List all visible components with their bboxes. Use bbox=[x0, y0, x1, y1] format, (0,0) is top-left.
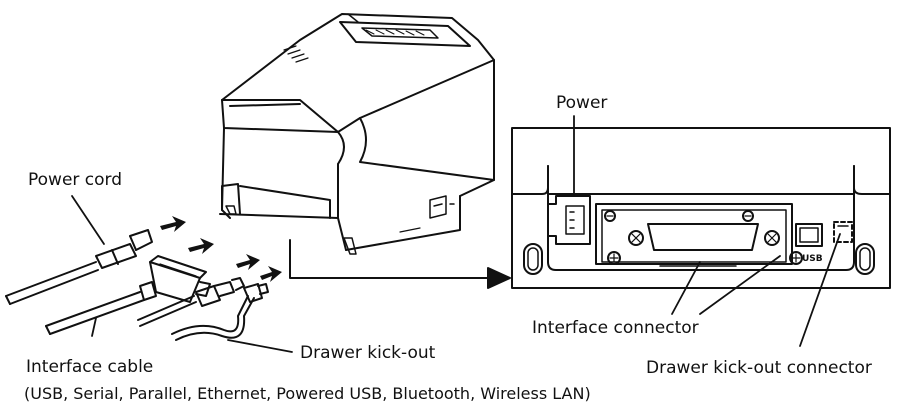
drawer-kick-out-label: Drawer kick-out bbox=[300, 343, 436, 363]
insertion-arrows bbox=[160, 216, 282, 282]
drawer-kick-out-leader bbox=[227, 339, 293, 353]
interface-cable-label: Interface cable bbox=[26, 357, 154, 377]
interface-connector-leader-1 bbox=[671, 261, 701, 315]
rear-panel-view bbox=[511, 127, 891, 289]
interface-cable-leader bbox=[91, 317, 97, 337]
drawer-kick-out-connector-leader bbox=[799, 233, 841, 347]
power-socket bbox=[547, 195, 591, 245]
usb-cable bbox=[137, 277, 245, 327]
direction-arrow bbox=[289, 239, 511, 289]
interface-module bbox=[595, 203, 793, 267]
usb-port bbox=[789, 223, 823, 265]
drawer-kick-out-port bbox=[833, 221, 853, 243]
usb-mark-label: USB bbox=[802, 254, 823, 264]
power-cord bbox=[5, 229, 153, 305]
interface-cable-types-label: (USB, Serial, Parallel, Ethernet, Powere… bbox=[24, 384, 591, 403]
power-cord-leader bbox=[71, 195, 105, 245]
drawer-kick-out-connector-label: Drawer kick-out connector bbox=[646, 358, 872, 378]
power-cord-label: Power cord bbox=[28, 170, 123, 190]
power-label: Power bbox=[556, 93, 608, 113]
interface-cable bbox=[45, 255, 211, 335]
printer-illustration bbox=[219, 13, 495, 255]
leader-lines bbox=[71, 115, 841, 353]
interface-connector-label: Interface connector bbox=[532, 318, 699, 338]
drawer-kick-out-cable bbox=[171, 283, 269, 341]
interface-connector-leader-2 bbox=[699, 255, 781, 315]
